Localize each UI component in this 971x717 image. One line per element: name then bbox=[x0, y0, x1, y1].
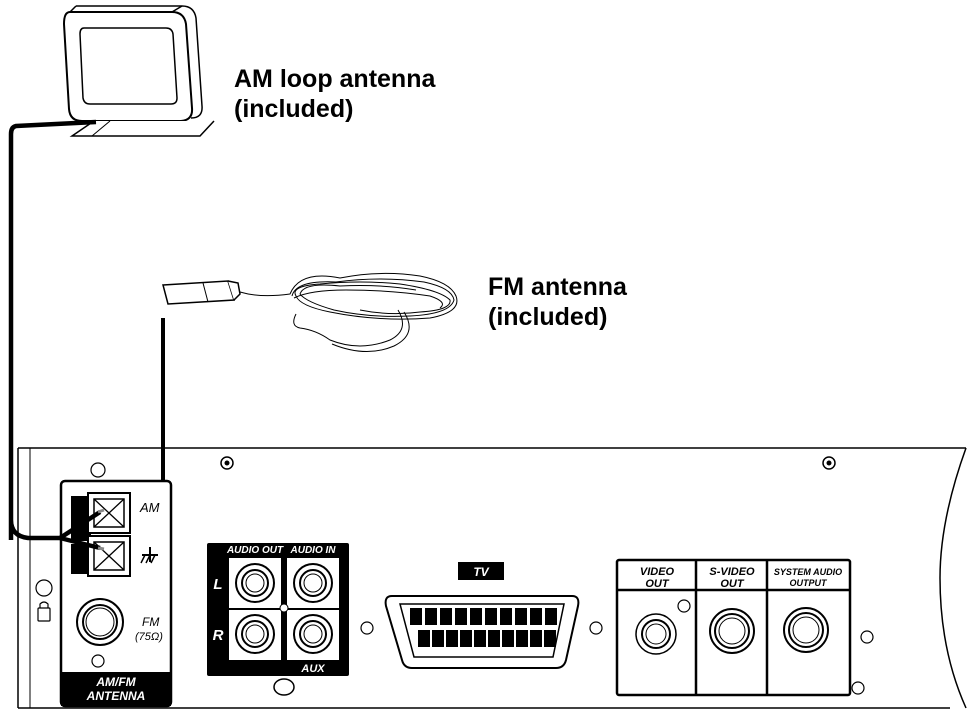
fm-antenna-jack[interactable] bbox=[76, 598, 124, 646]
am-callout-line1: AM loop antenna bbox=[234, 65, 436, 93]
fm-antenna bbox=[162, 272, 458, 353]
system-audio-label-line2: OUTPUT bbox=[790, 578, 829, 588]
antenna-panel-title-line2: ANTENNA bbox=[86, 689, 146, 703]
scart-pin bbox=[432, 630, 444, 647]
fm-callout-line2: (included) bbox=[488, 303, 608, 331]
audio-io-panel: AUDIO OUT AUDIO IN L R AUX bbox=[207, 543, 349, 676]
video-out-label-line2: OUT bbox=[645, 578, 670, 590]
right-channel-label: R bbox=[213, 627, 224, 644]
scart-pin bbox=[440, 608, 452, 625]
svideo-out-label-line1: S-VIDEO bbox=[709, 566, 755, 578]
fm-impedance-label: (75Ω) bbox=[135, 631, 163, 643]
audio-out-right-jack[interactable] bbox=[235, 614, 275, 654]
fm-callout-line1: FM antenna bbox=[488, 273, 627, 301]
scart-pin bbox=[530, 630, 542, 647]
system-audio-output-jack[interactable] bbox=[783, 607, 829, 653]
am-antenna-callout: AM loop antenna (included) bbox=[234, 64, 435, 124]
video-out-label-line1: VIDEO bbox=[640, 566, 675, 578]
scart-pin bbox=[446, 630, 458, 647]
svideo-out-label-line2: OUT bbox=[720, 578, 745, 590]
audio-out-label: AUDIO OUT bbox=[226, 545, 284, 556]
ground-symbol-icon bbox=[140, 547, 158, 564]
scart-pin bbox=[545, 608, 557, 625]
scart-pin bbox=[516, 630, 528, 647]
audio-in-right-jack[interactable] bbox=[293, 614, 333, 654]
scart-pin bbox=[500, 608, 512, 625]
panel-screw bbox=[822, 456, 836, 470]
fm-terminal-label: FM bbox=[142, 615, 159, 629]
scart-pin bbox=[455, 608, 467, 625]
scart-pin bbox=[425, 608, 437, 625]
video-output-panel: VIDEO OUT S-VIDEO OUT SYSTEM AUDIO OUTPU… bbox=[615, 558, 852, 697]
rear-panel-outline bbox=[17, 447, 967, 709]
scart-pins bbox=[410, 608, 557, 647]
scart-pin bbox=[410, 608, 422, 625]
system-audio-label-line1: SYSTEM AUDIO bbox=[774, 567, 842, 577]
tv-label: TV bbox=[473, 565, 489, 579]
scart-pin bbox=[418, 630, 430, 647]
left-channel-label: L bbox=[213, 576, 222, 593]
audio-in-left-jack[interactable] bbox=[293, 563, 333, 603]
scart-pin bbox=[474, 630, 486, 647]
fm-antenna-callout: FM antenna (included) bbox=[488, 272, 627, 332]
svideo-out-jack[interactable] bbox=[709, 608, 755, 654]
antenna-panel-title-line1: AM/FM bbox=[95, 675, 136, 689]
aux-label: AUX bbox=[300, 663, 325, 675]
lock-icon bbox=[37, 601, 51, 622]
scart-pin bbox=[470, 608, 482, 625]
video-out-jack[interactable] bbox=[635, 613, 677, 655]
scart-pin bbox=[502, 630, 514, 647]
audio-out-left-jack[interactable] bbox=[235, 563, 275, 603]
am-terminal[interactable] bbox=[87, 492, 131, 534]
scart-pin bbox=[530, 608, 542, 625]
ground-terminal[interactable] bbox=[87, 535, 131, 577]
am-loop-antenna bbox=[62, 5, 215, 137]
scart-pin bbox=[488, 630, 500, 647]
am-terminal-label: AM bbox=[139, 500, 160, 515]
scart-pin bbox=[485, 608, 497, 625]
scart-pin bbox=[515, 608, 527, 625]
scart-pin bbox=[460, 630, 472, 647]
panel-screw bbox=[220, 456, 234, 470]
audio-in-label: AUDIO IN bbox=[290, 545, 337, 556]
am-callout-line2: (included) bbox=[234, 95, 354, 123]
am-fm-antenna-panel: AM FM (75Ω) AM/FM ANTENNA bbox=[59, 462, 173, 708]
scart-pin bbox=[544, 630, 556, 647]
